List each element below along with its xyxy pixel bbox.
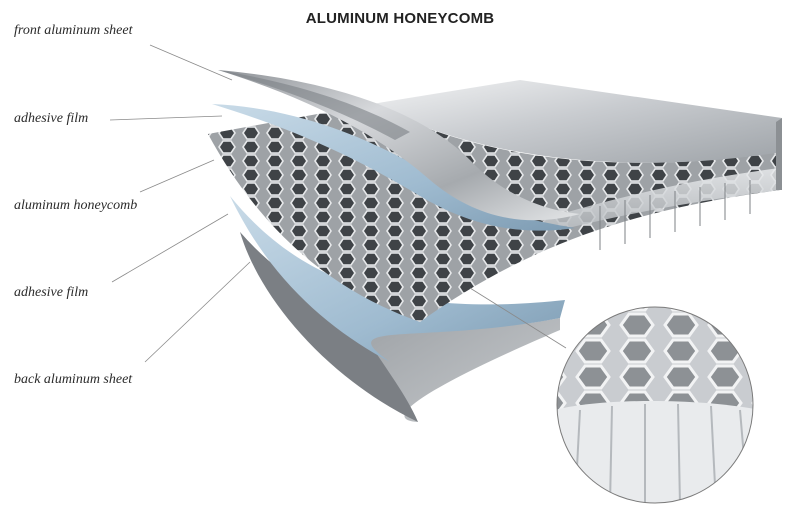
label-back-aluminum-sheet: back aluminum sheet <box>14 372 133 387</box>
label-adhesive-film-bottom: adhesive film <box>14 285 89 300</box>
label-adhesive-film-top: adhesive film <box>14 111 89 126</box>
label-aluminum-honeycomb: aluminum honeycomb <box>14 198 138 213</box>
label-front-aluminum-sheet: front aluminum sheet <box>14 23 133 38</box>
magnified-cell-inset <box>557 307 753 503</box>
diagram-title: ALUMINUM HONEYCOMB <box>305 10 495 27</box>
